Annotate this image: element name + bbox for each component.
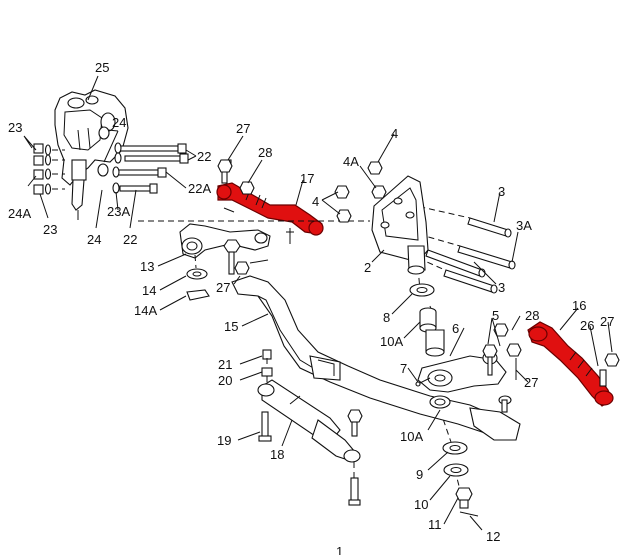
callout-28-upper: 28 xyxy=(258,145,272,160)
pitman-arm-13 xyxy=(179,223,271,275)
callout-27-right: 27 xyxy=(600,314,614,329)
callout-27-upper: 27 xyxy=(236,121,250,136)
callout-22a: 22A xyxy=(188,181,211,196)
callout-23-top: 23 xyxy=(8,120,22,135)
nuts-27-28-upper xyxy=(217,159,294,244)
callout-2: 2 xyxy=(364,260,371,275)
nut-27-lower-left xyxy=(234,259,269,275)
callout-27-mid: 27 xyxy=(524,375,538,390)
callout-24a: 24A xyxy=(8,206,31,221)
callout-9: 9 xyxy=(416,467,423,482)
bushings-8-10a xyxy=(409,283,445,357)
callout-3a: 3A xyxy=(516,218,532,233)
callout-18: 18 xyxy=(270,447,284,462)
callout-14: 14 xyxy=(142,283,156,298)
callout-11: 11 xyxy=(428,517,442,532)
nuts-26-27-right xyxy=(506,343,620,387)
callout-14a: 14A xyxy=(134,303,157,318)
cylinder-lower-bolts xyxy=(347,409,363,506)
callout-22-bottom: 22 xyxy=(123,232,137,247)
callout-24-top: 24 xyxy=(112,115,126,130)
callout-7: 7 xyxy=(400,361,407,376)
callout-12: 12 xyxy=(486,529,500,544)
callout-19: 19 xyxy=(217,433,231,448)
callout-22: 22 xyxy=(197,149,211,164)
leader-lines xyxy=(23,75,613,531)
callout-27-lower-left: 27 xyxy=(216,280,230,295)
callout-6: 6 xyxy=(452,321,459,336)
callout-4-top: 4 xyxy=(391,126,398,141)
callout-13: 13 xyxy=(140,259,154,274)
callout-23-bottom: 23 xyxy=(43,222,57,237)
knuckle-arm-6 xyxy=(417,323,509,393)
callout-8: 8 xyxy=(383,310,390,325)
callout-4a: 4A xyxy=(343,154,359,169)
nuts-4 xyxy=(334,161,387,223)
callout-5: 5 xyxy=(492,308,499,323)
callout-20: 20 xyxy=(218,373,232,388)
lower-hardware-9-12 xyxy=(442,441,479,517)
callout-1: 1 xyxy=(336,544,343,555)
steering-gear-25 xyxy=(54,89,129,220)
callout-10: 10 xyxy=(414,497,428,512)
callout-15: 15 xyxy=(224,319,238,334)
nuts-23-left xyxy=(33,143,65,195)
knuckle-lower xyxy=(429,395,521,441)
callout-3-top: 3 xyxy=(498,184,505,199)
bolts-22 xyxy=(112,142,189,194)
callout-25: 25 xyxy=(95,60,109,75)
callout-labels: 25 23 24 27 28 22 22A 17 24A 23 23A 24 2… xyxy=(8,60,614,555)
bolts-3 xyxy=(425,217,516,294)
callout-28-right: 28 xyxy=(525,308,539,323)
callout-26: 26 xyxy=(580,318,594,333)
callout-24-bottom: 24 xyxy=(87,232,101,247)
cylinder-18 xyxy=(257,379,361,463)
callout-17: 17 xyxy=(300,171,314,186)
tie-rod-16 xyxy=(527,321,614,407)
callout-3-bottom: 3 xyxy=(498,280,505,295)
callout-21: 21 xyxy=(218,357,232,372)
callout-10a-top: 10A xyxy=(380,334,403,349)
callout-23a: 23A xyxy=(107,204,130,219)
washers-14 xyxy=(186,254,210,301)
callout-16: 16 xyxy=(572,298,586,313)
bolt-19-20-21 xyxy=(258,349,273,442)
callout-4-left: 4 xyxy=(312,194,319,209)
callout-10a-bottom: 10A xyxy=(400,429,423,444)
mounting-bracket-2 xyxy=(371,175,429,275)
